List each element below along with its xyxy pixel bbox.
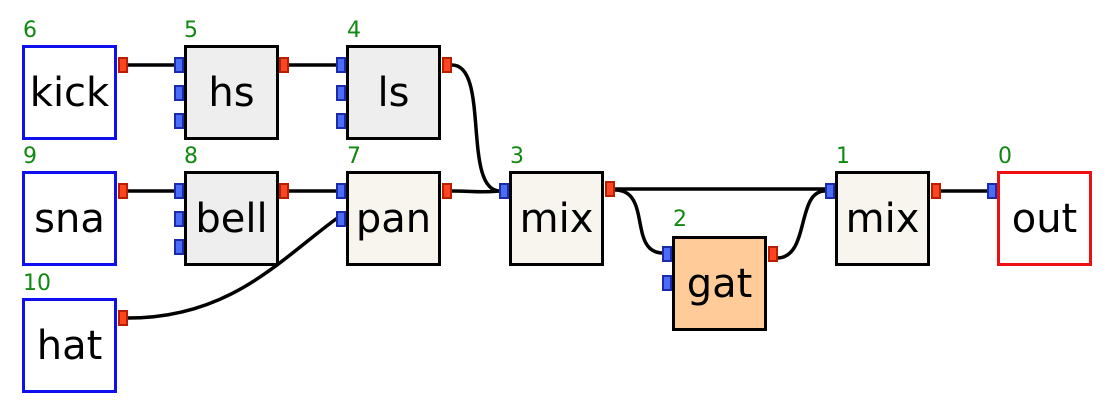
node-id-kick: 6: [23, 18, 37, 43]
node-label-kick: kick: [29, 69, 110, 116]
node-id-bell: 8: [184, 144, 198, 169]
bell-inlet-port-1[interactable]: [174, 183, 184, 199]
node-label-ls: ls: [377, 69, 410, 116]
node-mix-1[interactable]: mix: [835, 171, 930, 266]
gat-inlet-port-2[interactable]: [662, 275, 672, 291]
out-inlet-port[interactable]: [987, 183, 997, 199]
node-id-pan: 7: [347, 144, 361, 169]
node-bell[interactable]: bell: [184, 171, 279, 266]
node-id-mix1: 1: [836, 144, 850, 169]
node-out[interactable]: out: [997, 171, 1092, 266]
hs-inlet-port-3[interactable]: [174, 113, 184, 129]
hs-outlet-port[interactable]: [279, 57, 289, 73]
node-id-out: 0: [998, 144, 1012, 169]
mix-3-inlet-port[interactable]: [499, 183, 509, 199]
mix-1-inlet-port[interactable]: [825, 183, 835, 199]
ls-inlet-port-1[interactable]: [336, 57, 346, 73]
pan-inlet-port-1[interactable]: [336, 183, 346, 199]
node-label-sna: sna: [34, 195, 105, 242]
node-sna[interactable]: sna: [22, 171, 117, 266]
node-gat[interactable]: gat: [672, 236, 767, 331]
kick-outlet-port[interactable]: [118, 57, 128, 73]
node-id-mix3: 3: [510, 144, 524, 169]
gat-outlet-port[interactable]: [768, 246, 778, 262]
bell-outlet-port[interactable]: [279, 183, 289, 199]
bell-inlet-port-3[interactable]: [174, 239, 184, 255]
wire-ls-to-mix3: [450, 63, 502, 193]
mix-3-outlet-port[interactable]: [605, 181, 615, 197]
node-label-mix-3: mix: [519, 195, 594, 242]
node-id-hat: 10: [23, 271, 51, 296]
node-id-ls: 4: [347, 18, 361, 43]
hat-outlet-port[interactable]: [118, 310, 128, 326]
sna-outlet-port[interactable]: [118, 183, 128, 199]
node-label-bell: bell: [195, 195, 268, 242]
mix-1-outlet-port[interactable]: [931, 183, 941, 199]
node-id-gat: 2: [673, 207, 687, 232]
node-ls[interactable]: ls: [346, 45, 441, 140]
node-hs[interactable]: hs: [184, 45, 279, 140]
hs-inlet-port-1[interactable]: [174, 57, 184, 73]
hs-inlet-port-2[interactable]: [174, 85, 184, 101]
ls-inlet-port-2[interactable]: [336, 85, 346, 101]
pan-inlet-port-2[interactable]: [336, 211, 346, 227]
node-mix-3[interactable]: mix: [509, 171, 604, 266]
wire-hat-to-pan: [126, 217, 338, 320]
node-pan[interactable]: pan: [346, 171, 441, 266]
wire-gat-to-mix1: [775, 189, 827, 260]
node-label-gat: gat: [686, 260, 753, 307]
node-id-hs: 5: [184, 18, 198, 43]
ls-inlet-port-3[interactable]: [336, 113, 346, 129]
bell-inlet-port-2[interactable]: [174, 211, 184, 227]
node-hat[interactable]: hat: [22, 298, 117, 393]
gat-inlet-port-1[interactable]: [662, 246, 672, 262]
node-label-out: out: [1011, 195, 1078, 242]
wire-mix3-to-gat: [613, 188, 665, 255]
ls-outlet-port[interactable]: [442, 57, 452, 73]
pan-outlet-port[interactable]: [442, 183, 452, 199]
node-label-hat: hat: [36, 322, 103, 369]
node-kick[interactable]: kick: [22, 45, 117, 140]
node-id-sna: 9: [23, 144, 37, 169]
wire-pan-to-mix3: [450, 189, 502, 194]
node-label-pan: pan: [355, 195, 432, 242]
node-label-mix-1: mix: [845, 195, 920, 242]
node-label-hs: hs: [208, 69, 255, 116]
